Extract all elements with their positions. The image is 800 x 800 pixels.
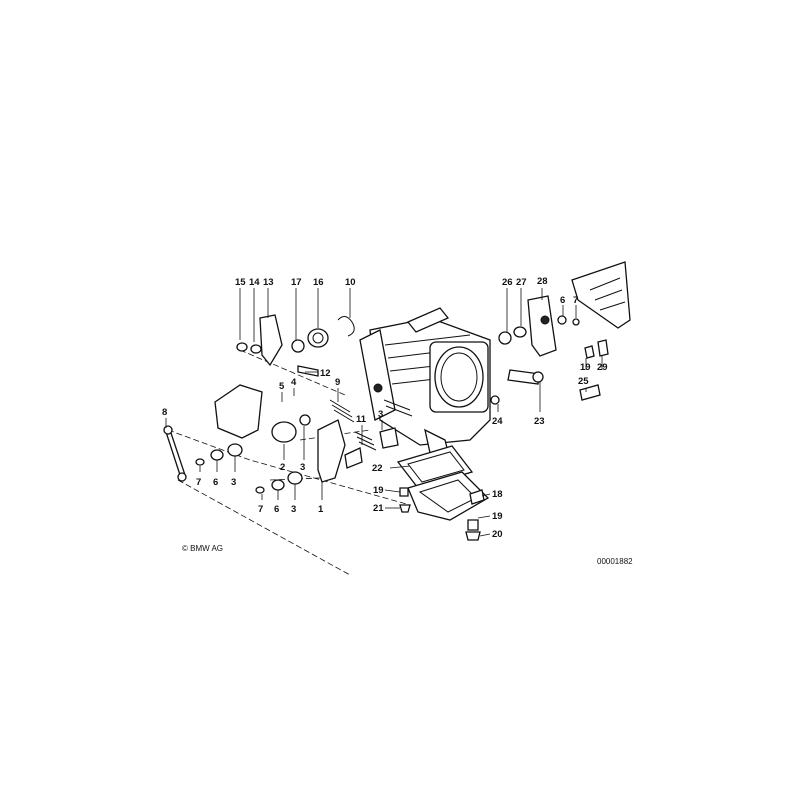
callout-25: 25: [578, 376, 589, 387]
callout-6b: 6: [213, 477, 218, 488]
callout-labels: 15 14 13 17 16 10 26 27 28 6 7 12 5 4 9 …: [162, 276, 608, 540]
callout-3d: 3: [291, 504, 296, 515]
assembly-dash-lines: [167, 349, 411, 576]
callout-16: 16: [313, 277, 324, 288]
callout-6c: 6: [274, 504, 279, 515]
callout-19c: 19: [492, 511, 503, 522]
callout-18: 18: [492, 489, 503, 500]
callout-19b: 19: [373, 485, 384, 496]
callout-15: 15: [235, 277, 246, 288]
callout-17: 17: [291, 277, 302, 288]
callout-13: 13: [263, 277, 274, 288]
callout-1: 1: [318, 504, 324, 515]
callout-28: 28: [537, 276, 548, 287]
callout-7b: 7: [196, 477, 201, 488]
diagram-id: 00001882: [597, 557, 633, 566]
callout-2: 2: [280, 462, 285, 473]
throttle-body-housing: [359, 307, 491, 463]
callout-3b: 3: [378, 409, 383, 420]
callout-7c: 7: [258, 504, 263, 515]
callout-24: 24: [492, 416, 503, 427]
callout-14: 14: [249, 277, 260, 288]
small-parts: [163, 261, 631, 541]
copyright-text: © BMW AG: [182, 544, 223, 553]
callout-6: 6: [560, 295, 565, 306]
callout-23: 23: [534, 416, 545, 427]
callout-12: 12: [320, 368, 331, 379]
callout-3: 3: [300, 462, 305, 473]
callout-21: 21: [373, 503, 384, 514]
callout-5: 5: [279, 381, 285, 392]
callout-19: 19: [580, 362, 591, 373]
callout-26: 26: [502, 277, 513, 288]
gasket-and-plate: [396, 445, 490, 521]
callout-27: 27: [516, 277, 527, 288]
callout-3c: 3: [231, 477, 236, 488]
callout-22: 22: [372, 463, 383, 474]
callout-10: 10: [345, 277, 356, 288]
leader-lines: [165, 288, 603, 537]
callout-29: 29: [597, 362, 608, 373]
callout-7: 7: [573, 295, 578, 306]
callout-11: 11: [356, 414, 367, 425]
callout-4: 4: [291, 377, 297, 388]
callout-20: 20: [492, 529, 503, 540]
callout-9: 9: [335, 377, 340, 388]
callout-8: 8: [162, 407, 167, 418]
